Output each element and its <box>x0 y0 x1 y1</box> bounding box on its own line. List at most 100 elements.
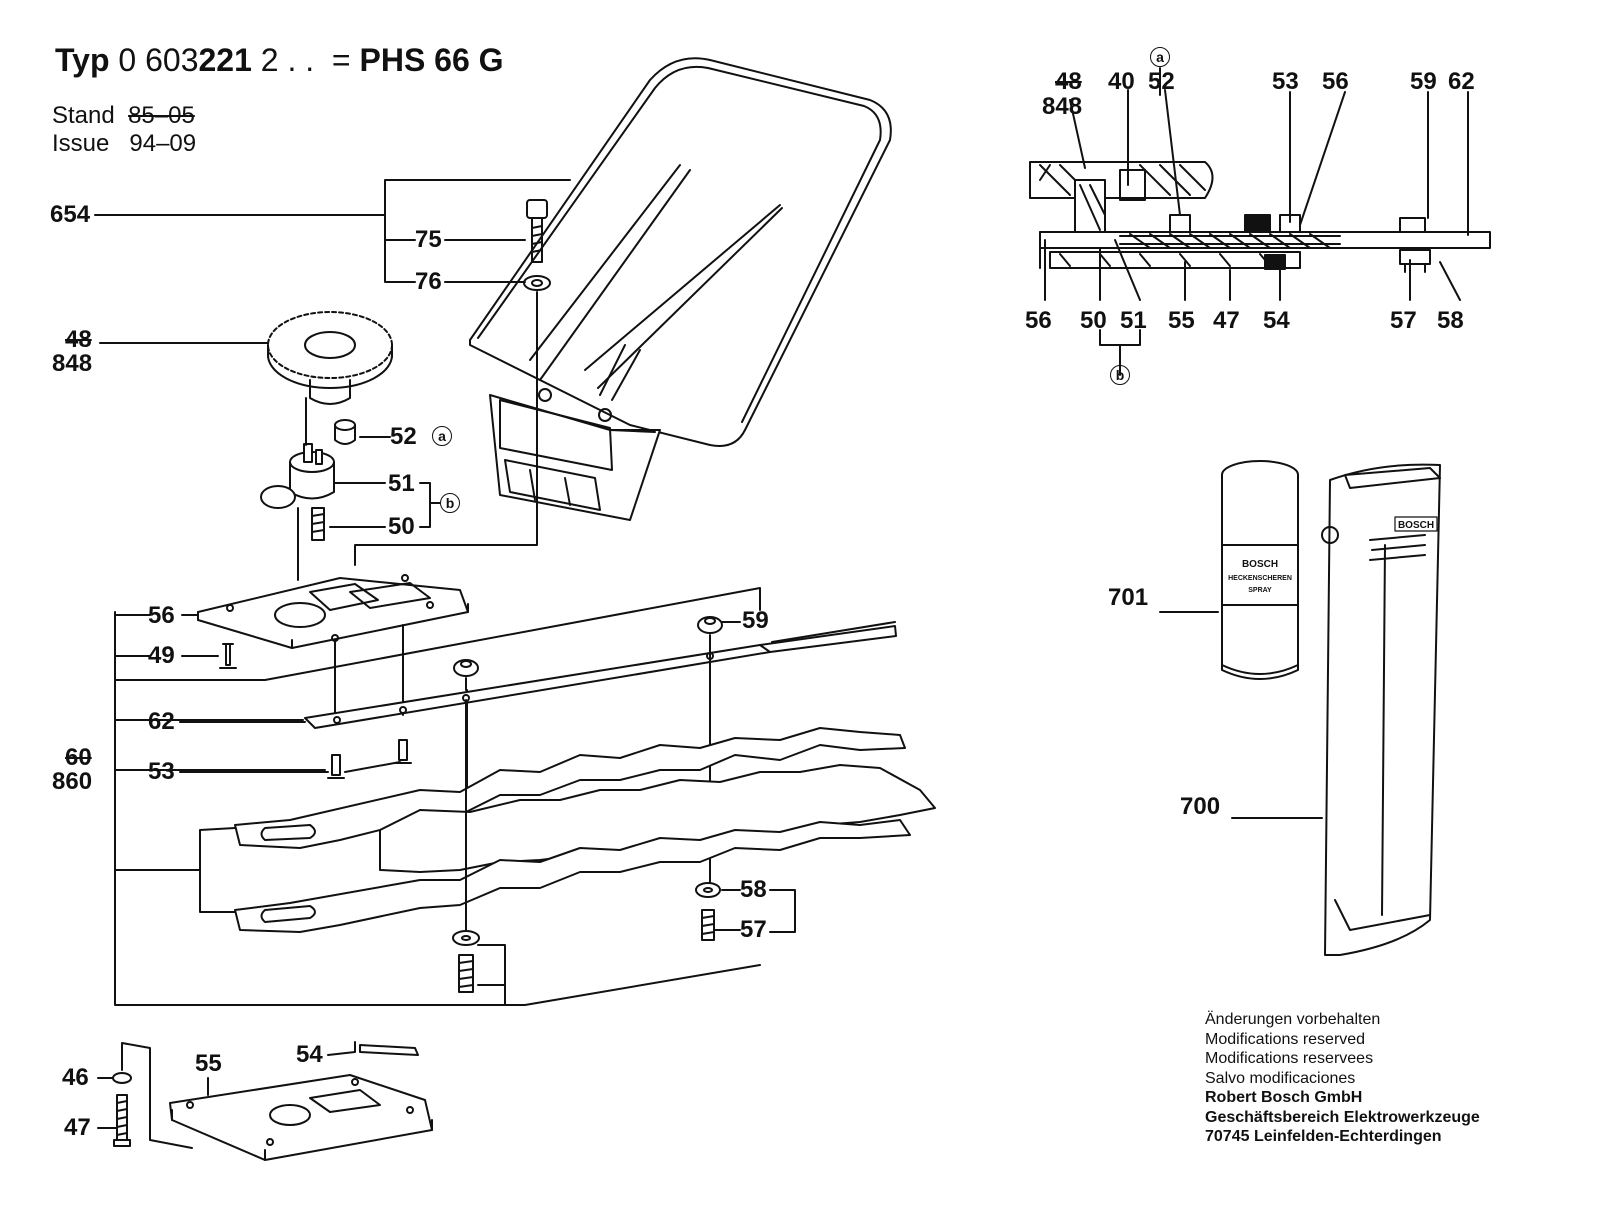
callout-55: 55 <box>195 1050 222 1077</box>
company-division: Geschäftsbereich Elektrowerkzeuge <box>1205 1108 1480 1126</box>
leader-46-47 <box>97 1042 193 1149</box>
axis-line-blades <box>199 699 467 931</box>
issue-value: 94–09 <box>129 130 197 157</box>
callout-700: 700 <box>1180 793 1221 820</box>
leader-51-50 <box>329 482 441 528</box>
typ-number-plain: 0 603 <box>118 42 199 78</box>
callout-56: 56 <box>148 602 175 629</box>
issue-line: Issue 94–09 <box>52 132 196 156</box>
stand-value: 85–05 <box>128 102 195 129</box>
callout-48-old: 48 <box>65 326 92 353</box>
leader-54-55 <box>207 1041 356 1096</box>
callout-76: 76 <box>415 268 442 295</box>
callout-57: 57 <box>740 916 767 943</box>
callout-53: 53 <box>148 758 175 785</box>
section-52: 52 <box>1148 68 1175 95</box>
section-848: 848 <box>1042 93 1083 120</box>
bracket-57-58 <box>769 889 796 933</box>
callout-701: 701 <box>1108 584 1149 611</box>
callout-60-old: 60 <box>65 744 92 771</box>
pad-54 <box>359 1044 419 1056</box>
company-name: Robert Bosch GmbH <box>1205 1089 1363 1106</box>
section-55: 55 <box>1168 307 1195 334</box>
screws-53 <box>327 739 412 779</box>
screw-75 <box>526 199 548 263</box>
section-57: 57 <box>1390 307 1417 334</box>
callout-654: 654 <box>50 201 91 228</box>
model-name: PHS 66 G <box>359 42 504 78</box>
gear-housing-55 <box>169 1074 433 1161</box>
base-plate-56 <box>197 574 469 649</box>
callout-50: 50 <box>388 513 415 540</box>
nut-62 <box>453 659 479 677</box>
typ-suffix: 2 . . <box>260 42 315 78</box>
callout-46: 46 <box>62 1064 89 1091</box>
screw-49 <box>219 643 237 669</box>
section-62: 62 <box>1448 68 1475 95</box>
issue-label: Issue <box>52 130 110 157</box>
stand-line: Stand 85–05 <box>52 104 195 128</box>
washer-46 <box>112 1072 132 1084</box>
gear-848 <box>267 311 393 405</box>
marker-a-52: a <box>432 426 452 446</box>
blade-bar-62 <box>304 621 897 729</box>
typ-label: Typ <box>55 42 110 78</box>
notice-fr: Modifications reservees <box>1205 1050 1374 1067</box>
axis-line-gear <box>297 397 307 581</box>
eccentric-51 <box>260 443 335 509</box>
equals-sign: = <box>331 42 351 78</box>
section-48-old: 48 <box>1055 68 1082 95</box>
section-50: 50 <box>1080 307 1107 334</box>
callout-75: 75 <box>415 226 442 253</box>
callout-54: 54 <box>296 1041 323 1068</box>
callout-52: 52 <box>390 423 417 450</box>
bracket-lower-screw <box>477 944 506 1006</box>
typ-number-bold: 221 <box>198 42 252 78</box>
cutter-blade-middle <box>379 764 936 873</box>
bushing-52 <box>334 419 356 445</box>
callout-47: 47 <box>64 1114 91 1141</box>
section-leaders <box>1044 67 1469 376</box>
spray-brand: BOSCH <box>1242 559 1278 570</box>
leader-53 <box>179 761 401 773</box>
marker-b-section: b <box>1110 365 1130 385</box>
notice-de: Änderungen vorbehalten <box>1205 1011 1381 1028</box>
section-47: 47 <box>1213 307 1240 334</box>
section-56-top: 56 <box>1322 68 1349 95</box>
spray-can-701 <box>1159 460 1299 680</box>
section-40: 40 <box>1108 68 1135 95</box>
screw-57 <box>701 909 715 941</box>
callout-51: 51 <box>388 470 415 497</box>
marker-b-50-51: b <box>440 493 460 513</box>
callout-59: 59 <box>742 607 769 634</box>
spray-text-1: HECKENSCHEREN <box>1228 575 1292 582</box>
section-view <box>1029 161 1491 273</box>
marker-a-section: a <box>1150 47 1170 67</box>
company-address: 70745 Leinfelden-Echterdingen <box>1205 1128 1442 1145</box>
washer-58 <box>695 882 721 898</box>
section-59: 59 <box>1410 68 1437 95</box>
sheath-brand: BOSCH <box>1398 520 1434 531</box>
type-line: Typ 0 603221 2 . . = PHS 66 G <box>55 44 504 76</box>
section-58: 58 <box>1437 307 1464 334</box>
hand-guard-654 <box>469 57 892 521</box>
leader-58-57 <box>714 889 741 931</box>
callout-58: 58 <box>740 876 767 903</box>
stand-label: Stand <box>52 102 115 129</box>
blade-sheath-700 <box>1231 463 1441 956</box>
bracket-654 <box>94 179 571 283</box>
section-56: 56 <box>1025 307 1052 334</box>
callout-848: 848 <box>52 350 93 377</box>
spray-text-2: SPRAY <box>1248 587 1272 594</box>
section-51: 51 <box>1120 307 1147 334</box>
nut-59 <box>697 616 723 634</box>
section-54: 54 <box>1263 307 1290 334</box>
callout-860: 860 <box>52 768 93 795</box>
bracket-60-860 <box>114 587 761 1006</box>
notice-es: Salvo modificaciones <box>1205 1069 1356 1087</box>
leader-56-49 <box>114 614 219 657</box>
washer-76 <box>523 275 551 291</box>
screw-47 <box>113 1094 131 1147</box>
section-53: 53 <box>1272 68 1299 95</box>
screw-50 <box>311 507 325 541</box>
